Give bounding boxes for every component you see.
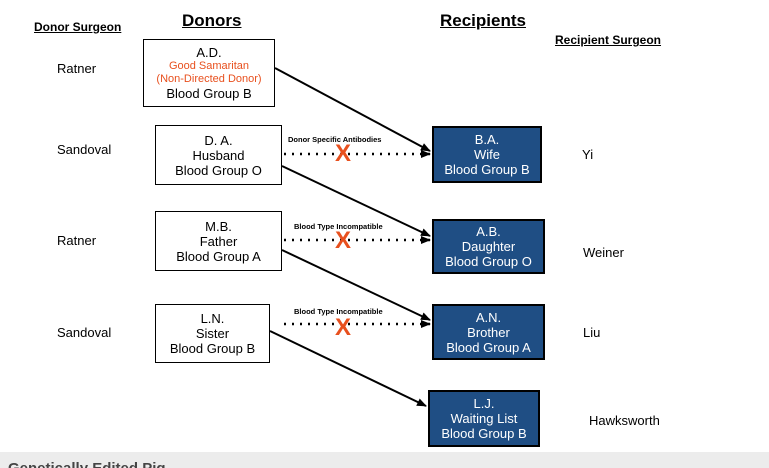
recipient-role: Waiting List: [450, 411, 518, 426]
donor-role-detail: (Non-Directed Donor): [156, 73, 262, 85]
recipient-initials: A.B.: [476, 224, 501, 239]
recipient-blood-group: Blood Group O: [445, 254, 532, 269]
incompatible-x-mark: X: [335, 140, 352, 167]
donor-surgeon-label: Ratner: [57, 233, 97, 248]
recipient-role: Wife: [474, 147, 500, 162]
recipient-surgeon-label: Yi: [582, 147, 594, 162]
donor-initials: A.D.: [196, 45, 222, 60]
recipient-surgeon-label: Weiner: [583, 245, 624, 260]
incompatible-x-mark: X: [335, 314, 352, 341]
footer-title: Genetically Edited Pig: [8, 460, 166, 468]
recipient-blood-group: Blood Group B: [444, 162, 530, 177]
recipient-box: B.A. Wife Blood Group B: [432, 126, 542, 183]
donor-role: Sister: [195, 326, 230, 341]
recipient-initials: A.N.: [475, 309, 502, 325]
donation-arrow: [281, 165, 431, 237]
recipient-role: Daughter: [461, 239, 516, 254]
donation-arrow: [274, 67, 431, 152]
donor-surgeon-header: Donor Surgeon: [34, 20, 122, 34]
recipient-surgeon-label: Hawksworth: [589, 413, 660, 428]
donor-box: A.D. Good Samaritan (Non-Directed Donor)…: [143, 39, 275, 107]
donor-initials: D. A.: [204, 132, 233, 148]
recipient-initials: L.J.: [473, 396, 495, 411]
donor-blood-group: Blood Group A: [176, 248, 261, 264]
footer-band: Genetically Edited Pig: [0, 452, 769, 468]
incompatible-x-mark: X: [335, 227, 352, 254]
donation-arrow: [269, 330, 427, 407]
donor-blood-group: Blood Group B: [169, 341, 256, 356]
donor-blood-group: Blood Group O: [175, 162, 262, 178]
donor-role: Father: [199, 233, 238, 249]
donor-role: Husband: [192, 147, 245, 163]
donor-surgeon-label: Sandoval: [57, 325, 112, 340]
donor-initials: M.B.: [205, 218, 232, 234]
donor-box: D. A. Husband Blood Group O: [155, 125, 282, 185]
recipient-box: A.B. Daughter Blood Group O: [432, 219, 545, 274]
recipient-surgeon-header: Recipient Surgeon: [555, 33, 662, 47]
donor-surgeon-label: Sandoval: [57, 142, 112, 157]
recipient-box: L.J. Waiting List Blood Group B: [428, 390, 540, 447]
donor-role: Good Samaritan: [168, 60, 250, 72]
recipient-role: Brother: [467, 324, 510, 340]
recipient-blood-group: Blood Group A: [446, 339, 531, 355]
donor-surgeon-label: Ratner: [57, 61, 97, 76]
recipient-box: A.N. Brother Blood Group A: [432, 304, 545, 360]
donors-header: Donors: [182, 11, 242, 30]
donor-blood-group: Blood Group B: [166, 86, 252, 101]
recipient-surgeon-label: Liu: [583, 325, 601, 340]
incompatibility-label: Blood Type Incompatible: [294, 222, 383, 231]
donor-box: M.B. Father Blood Group A: [155, 211, 282, 271]
recipient-blood-group: Blood Group B: [441, 426, 527, 441]
incompatibility-label: Blood Type Incompatible: [294, 307, 383, 316]
recipient-initials: B.A.: [474, 132, 500, 147]
donation-arrow: [281, 249, 431, 321]
donor-initials: L.N.: [200, 311, 225, 326]
recipients-header: Recipients: [440, 11, 526, 30]
incompatibility-label: Donor Specific Antibodies: [288, 135, 382, 144]
donor-box: L.N. Sister Blood Group B: [155, 304, 270, 363]
